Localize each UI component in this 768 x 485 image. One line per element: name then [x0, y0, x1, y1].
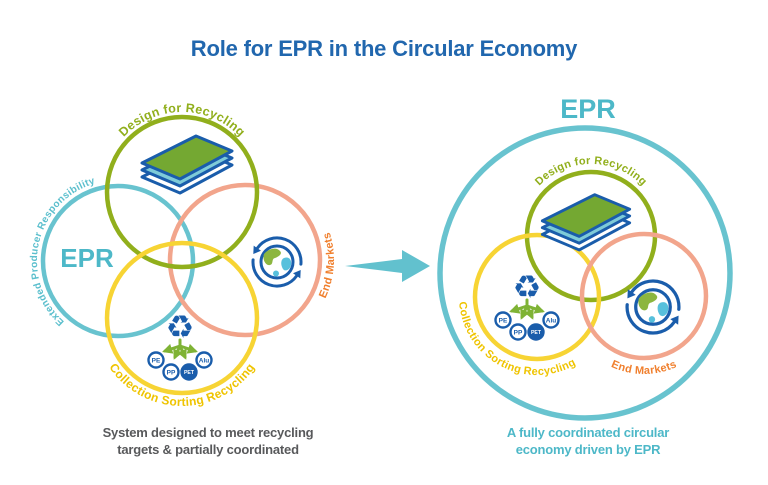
left-caption: System designed to meet recycling target… [58, 424, 358, 458]
left-venn-diagram: Design for Recycling Extended Producer R… [29, 101, 337, 409]
left-epr-wordmark: EPR [60, 243, 114, 273]
left-end-markets-circle [167, 182, 323, 338]
right-caption-line2: economy driven by EPR [515, 442, 661, 457]
globe-recycling-icon [251, 236, 303, 288]
right-epr-circle [437, 125, 733, 421]
left-collection-circle [104, 240, 260, 396]
material-sorting-icon [496, 268, 559, 340]
globe-recycling-icon [625, 279, 681, 335]
page-title: Role for EPR in the Circular Economy [190, 36, 578, 61]
right-venn-diagram: Design for Recycling Collection Sorting … [437, 94, 733, 421]
left-design-circle [104, 114, 260, 270]
right-caption-line1: A fully coordinated circular [506, 425, 670, 440]
right-end-markets-label: End Markets [610, 358, 679, 377]
left-caption-line2: targets & partially coordinated [117, 442, 299, 457]
right-caption: A fully coordinated circular economy dri… [438, 424, 738, 458]
right-end-markets-circle [579, 231, 709, 361]
left-epr-circle [40, 183, 196, 339]
stacked-boards-icon [140, 134, 234, 195]
right-collection-circle [472, 232, 602, 362]
left-caption-line1: System designed to meet recycling [102, 425, 314, 440]
transition-arrow [345, 250, 430, 282]
right-epr-wordmark: EPR [560, 94, 616, 124]
